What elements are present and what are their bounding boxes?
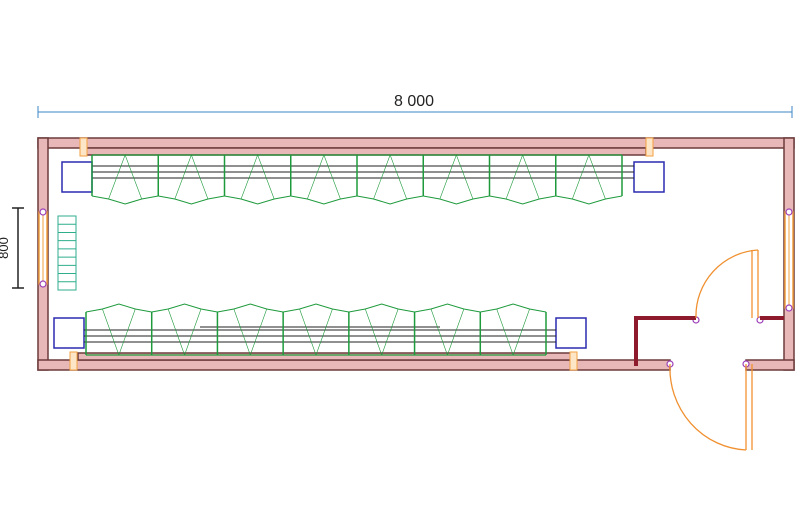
shelf-bay-edge xyxy=(85,303,152,313)
wall-top xyxy=(37,137,795,149)
hinge-marker xyxy=(39,208,47,216)
length-dimension: 8 000 xyxy=(37,93,793,118)
width-dimension-label: 800 xyxy=(0,237,11,259)
corner-units xyxy=(53,161,665,349)
shelf-brace xyxy=(323,154,341,200)
ladder-frame xyxy=(57,215,77,291)
shelf-brace xyxy=(456,154,474,200)
shelf-brace xyxy=(118,308,136,356)
unit-box-top-left xyxy=(61,161,93,193)
length-dimension-label: 8 000 xyxy=(394,93,434,110)
shelf-bay-edge xyxy=(283,303,349,313)
shelf-brace xyxy=(496,308,514,356)
shelf-brace xyxy=(240,154,258,200)
shelf-brace xyxy=(430,308,448,356)
stub-top-right xyxy=(645,137,654,157)
shelf-brace xyxy=(381,308,399,356)
shelf-brace xyxy=(174,154,192,200)
shelf-brace xyxy=(522,154,540,200)
shelf-brace xyxy=(315,308,333,356)
shelf-bay-edge xyxy=(290,195,358,205)
shelf-bay-edge xyxy=(555,195,623,205)
shelf-brace xyxy=(233,308,251,356)
shelf-brace xyxy=(250,308,267,356)
shelf-brace xyxy=(572,154,590,200)
shelf-bay-edge xyxy=(480,303,547,313)
shelf-brace xyxy=(257,154,275,200)
shelf-bay-edge xyxy=(356,195,424,205)
wall-bottom-right xyxy=(745,359,795,371)
shelves-bottom xyxy=(85,303,547,356)
shelf-brace xyxy=(439,154,457,200)
stub-bottom-left xyxy=(69,351,78,371)
shelf-brace xyxy=(184,308,202,356)
racks xyxy=(84,165,634,343)
shelf-bay-edge xyxy=(158,195,225,205)
doors xyxy=(669,249,759,451)
shelf-brace xyxy=(505,154,523,200)
partition xyxy=(634,316,784,366)
hinge-marker xyxy=(785,304,793,312)
shelf-brace xyxy=(108,154,126,200)
stub-bottom-right xyxy=(569,351,578,371)
shelves-top xyxy=(91,154,623,205)
shelf-brace xyxy=(307,154,325,200)
shelf-bay-edge xyxy=(348,303,415,313)
shelf-brace xyxy=(299,308,317,356)
shelf-brace xyxy=(167,308,185,356)
outer-door-swing xyxy=(669,363,747,451)
shelf-brace xyxy=(512,308,530,356)
unit-box-top-right xyxy=(633,161,665,193)
shelf-bay-edge xyxy=(217,303,284,313)
shelf-brace xyxy=(373,154,391,200)
hinge-markers xyxy=(39,208,793,368)
shelf-brace xyxy=(124,154,142,200)
shelf-bay-edge xyxy=(224,195,291,205)
shelf-bay-edge xyxy=(414,303,481,313)
shelf-brace xyxy=(191,154,209,200)
unit-box-bottom-left xyxy=(53,317,85,349)
windows xyxy=(38,211,794,309)
partition-wall xyxy=(634,316,696,366)
shelf-brace xyxy=(365,308,382,356)
ladder xyxy=(57,215,77,291)
shelf-brace xyxy=(588,154,606,200)
shelf-brace xyxy=(447,308,465,356)
width-dimension: 800 xyxy=(0,207,24,289)
shelf-bay-edge xyxy=(489,195,556,205)
unit-box-bottom-right xyxy=(555,317,587,349)
hinge-marker xyxy=(785,208,793,216)
shelf-bay-edge xyxy=(151,303,218,313)
stub-top-left xyxy=(79,137,88,157)
shelf-brace xyxy=(102,308,120,356)
top-rail xyxy=(85,147,647,156)
shelf-bay-edge xyxy=(423,195,490,205)
inner-door-swing xyxy=(695,249,759,319)
shelf-brace xyxy=(389,154,407,200)
shelf-bay-edge xyxy=(91,195,159,205)
wall-stubs xyxy=(69,137,654,371)
hinge-marker xyxy=(39,280,47,288)
